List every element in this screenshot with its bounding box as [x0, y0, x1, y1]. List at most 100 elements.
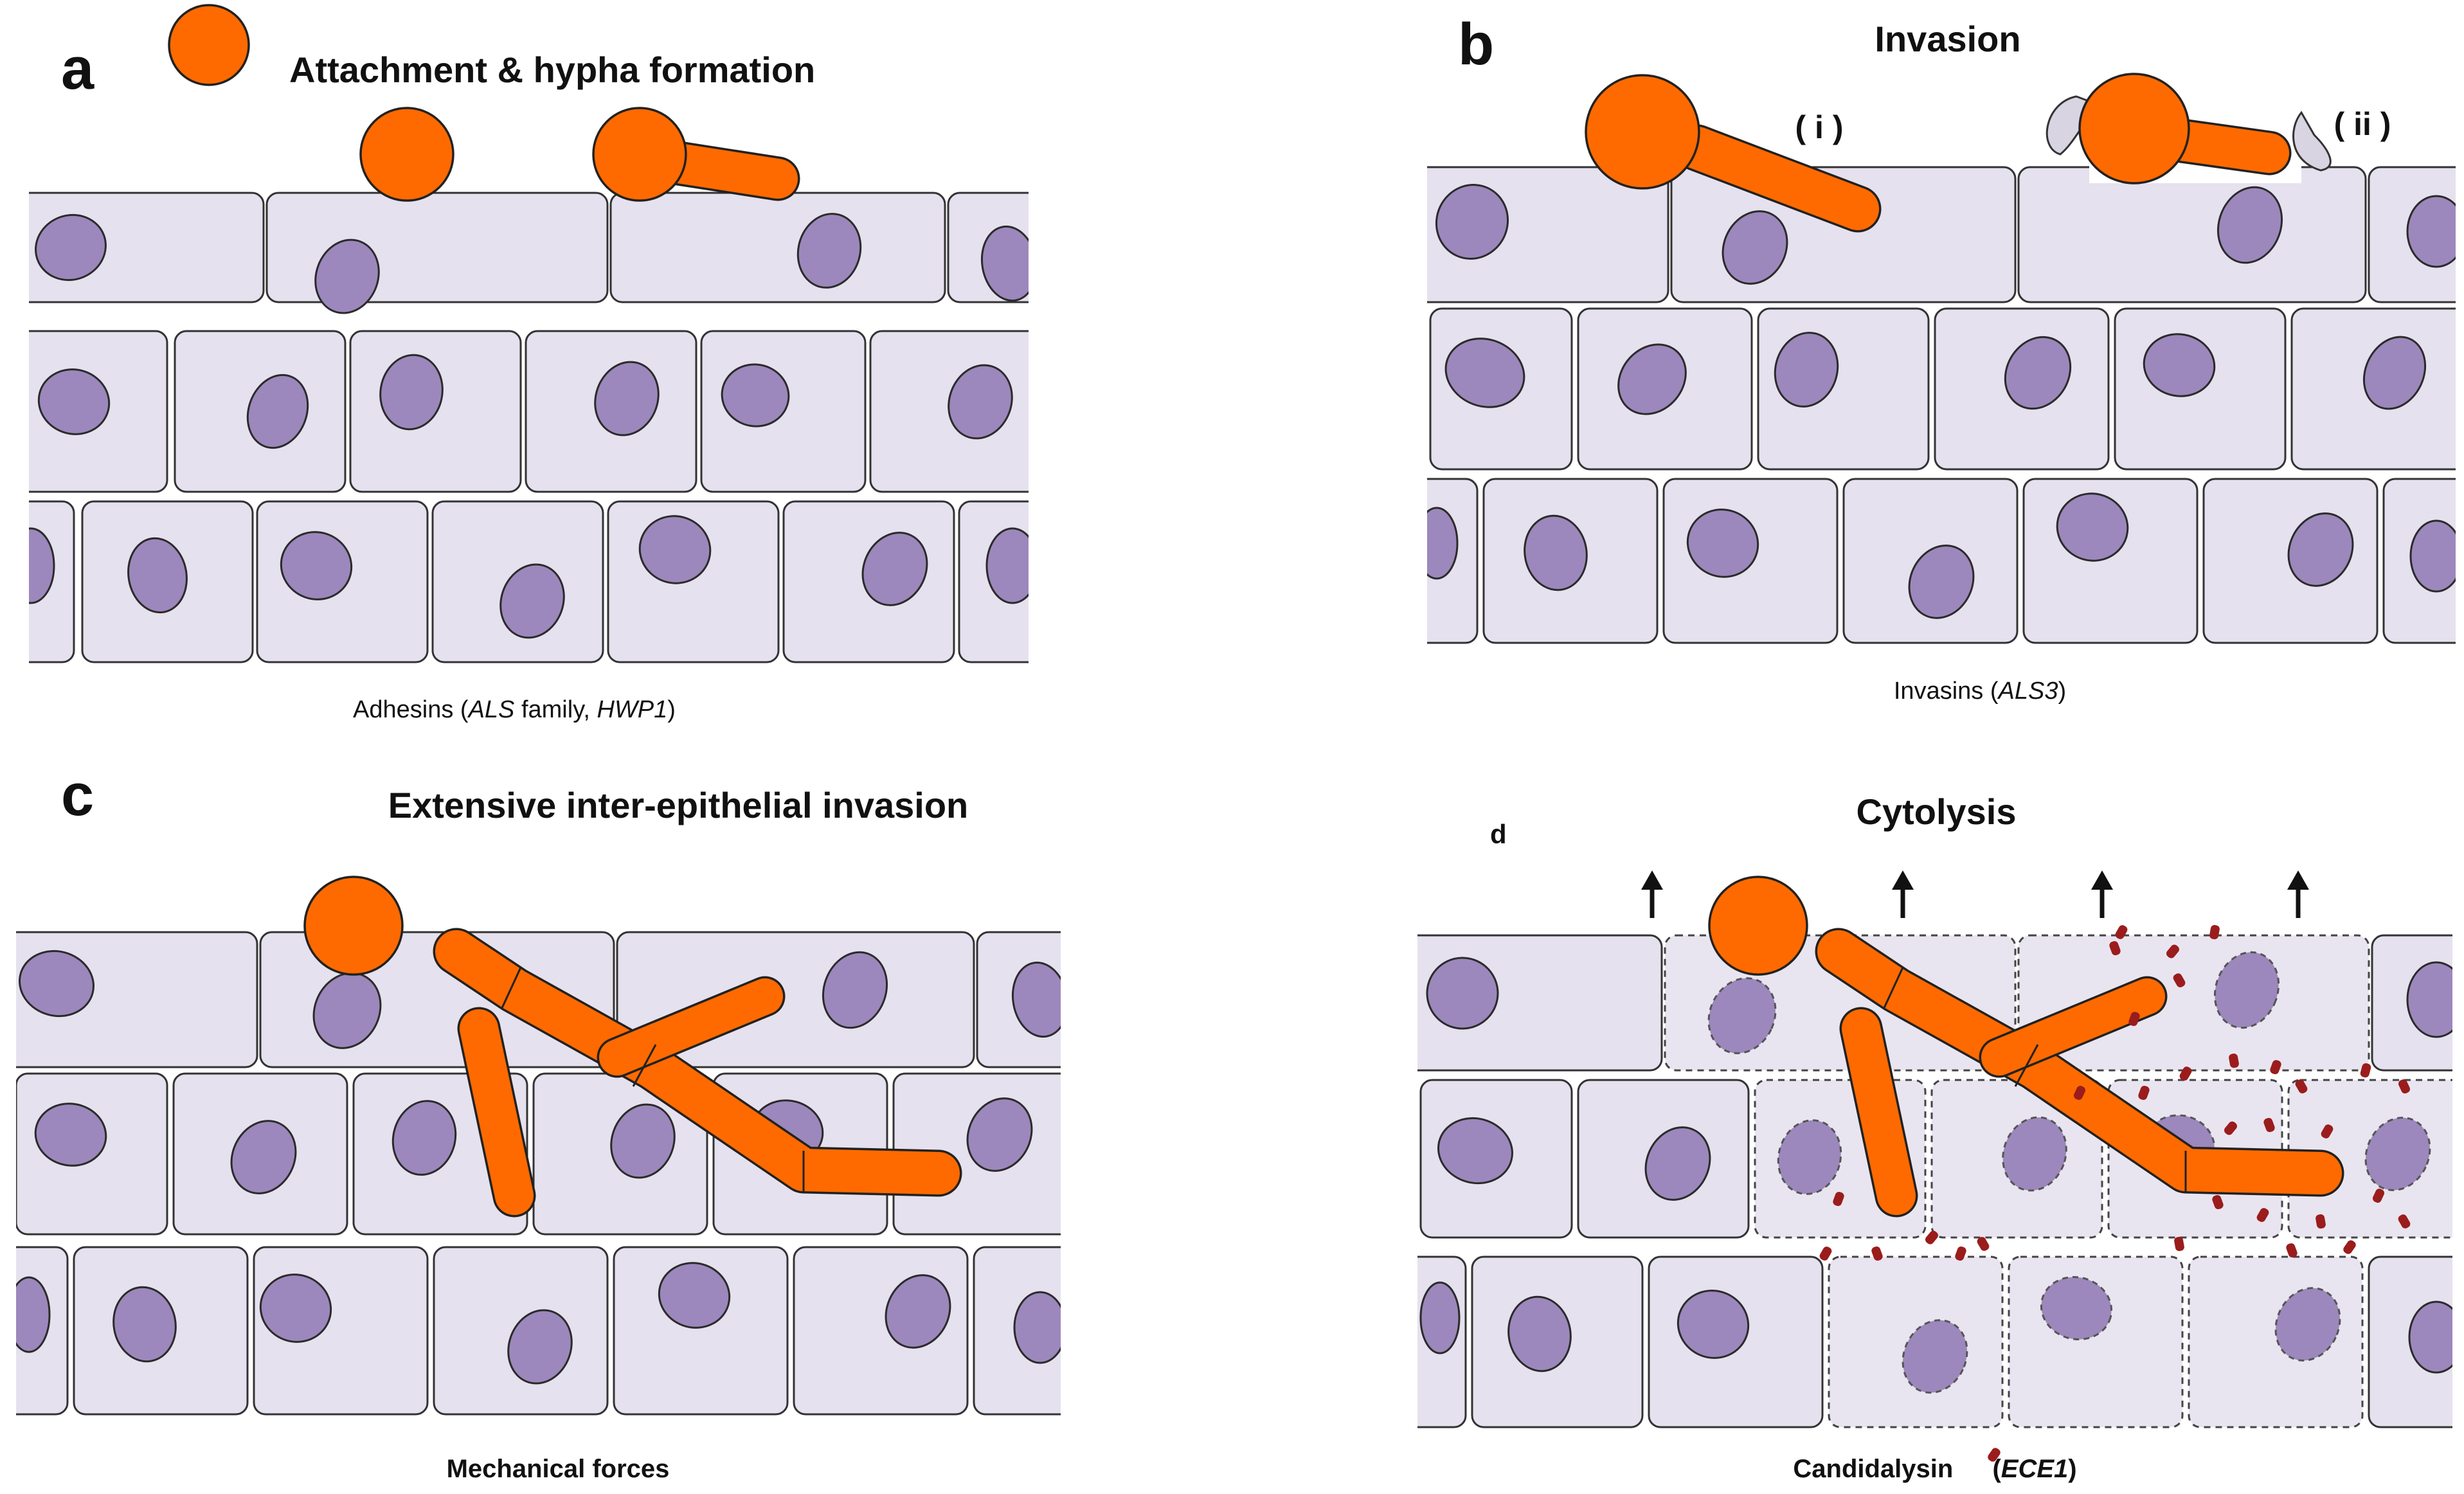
nucleus [35, 213, 107, 282]
candidalysin-particle [2343, 1240, 2356, 1254]
nucleus [2408, 1300, 2452, 1374]
panel-letter-d: d [1490, 819, 1507, 849]
nucleus [985, 527, 1029, 604]
panel-d-title: Cytolysis [1857, 791, 2017, 832]
nucleus [2406, 195, 2456, 268]
hypha-septum [500, 967, 522, 1010]
candidalysin-particle [1833, 1191, 1844, 1207]
cell [2017, 166, 2367, 303]
dead-cell [2188, 1256, 2364, 1428]
caption-a-middle: family, [514, 696, 597, 723]
caption-a-suffix: ) [667, 696, 676, 723]
candidalysin-particle [2270, 1059, 2281, 1075]
nucleus [391, 1100, 457, 1176]
candidalysin-particle [1871, 1246, 1883, 1261]
candidalysin-particle [2115, 925, 2128, 939]
panel-letter-c: c [61, 762, 94, 828]
cell [1427, 478, 1479, 644]
candidalysin-particle [2263, 1117, 2275, 1133]
nucleus [594, 361, 660, 437]
nucleus [312, 972, 382, 1049]
hypha-septum [1882, 967, 1904, 1010]
candidalysin-particle [2321, 1124, 2334, 1138]
nucleus [1524, 514, 1588, 591]
nucleus [2406, 961, 2452, 1038]
panel-a-tissue [29, 192, 1029, 663]
candidalysin-particle [2224, 1121, 2237, 1135]
nucleus [721, 363, 790, 428]
nucleus [507, 1309, 573, 1385]
candidalysin-particle [2398, 1079, 2411, 1094]
candidalysin-particle [2109, 941, 2121, 956]
nucleus [2362, 336, 2427, 410]
nucleus [1908, 544, 1975, 619]
nucleus [1617, 343, 1687, 415]
nucleus [822, 951, 888, 1029]
hypha-main-c [435, 930, 960, 1194]
panel-letter-a: a [61, 36, 94, 102]
arrow-head-icon [2287, 870, 2309, 890]
panel-a-caption: Adhesins (ALS family, HWP1) [353, 696, 676, 723]
candidalysin-particle [2212, 1194, 2224, 1210]
nucleus [2287, 512, 2354, 587]
nucleus [2004, 336, 2072, 410]
nucleus [1437, 1117, 1513, 1185]
panel-d-caption: Candidalysin (ECE1) [1793, 1455, 2076, 1483]
panel-a-title: Attachment & hypha formation [289, 50, 815, 90]
nucleus [610, 1103, 676, 1179]
nucleus [1427, 507, 1459, 580]
nucleus [314, 239, 380, 314]
dead-nucleus [1707, 977, 1777, 1054]
candida-yeast-c [303, 876, 404, 976]
panel-b-label-ii: ( ii ) [2334, 106, 2391, 142]
candidalysin-particle [2166, 944, 2179, 959]
caption-b-gene-als3: ALS3 [1997, 678, 2058, 705]
hypha-invading-i [1676, 127, 1879, 230]
candida-layer [168, 4, 2411, 1261]
candidalysin-particle [2295, 1079, 2308, 1094]
caption-d-close: ) [2068, 1455, 2076, 1483]
candidalysin-particle [2360, 1063, 2371, 1078]
nucleus [966, 1097, 1033, 1172]
nucleus [112, 1286, 177, 1363]
hypha-septum [632, 1044, 657, 1087]
nucleus [1011, 961, 1061, 1038]
panel-c-caption: Mechanical forces [447, 1455, 670, 1483]
panel-b-caption: Invasins (ALS3) [1894, 678, 2066, 705]
nucleus [796, 213, 862, 289]
caption-a-prefix: Adhesins ( [353, 696, 469, 723]
nucleus [1419, 1281, 1461, 1354]
candidalysin-particle [2073, 1086, 2086, 1100]
nucleus [2056, 492, 2129, 562]
nucleus [658, 1262, 731, 1329]
nucleus [16, 1276, 51, 1353]
nucleus [499, 563, 565, 639]
candida-yeast-attached [359, 107, 454, 202]
candidalysin-particle [2138, 1085, 2150, 1101]
nucleus [1013, 1291, 1061, 1364]
nucleus [885, 1274, 951, 1349]
nucleus [280, 531, 353, 600]
caption-b-prefix: Invasins ( [1894, 678, 1999, 705]
nucleus [2217, 186, 2283, 264]
nucleus [1644, 1126, 1711, 1201]
nucleus [34, 1102, 107, 1167]
dead-nucleus [2213, 951, 2280, 1029]
candida-yeast-floating [168, 4, 250, 86]
candidalysin-particle [2286, 1243, 2298, 1258]
panel-letter-b: b [1458, 12, 1494, 77]
caption-d-prefix: Candidalysin [1793, 1455, 1953, 1483]
nucleus [1774, 332, 1839, 408]
dead-cell [2017, 934, 2370, 1072]
hypha-main-d [1817, 930, 2342, 1194]
nucleus [259, 1274, 332, 1343]
candida-yeast-germinating [592, 107, 687, 202]
candidalysin-particle [1925, 1230, 1938, 1245]
nucleus [127, 537, 188, 614]
nucleus [2409, 519, 2456, 593]
candidalysin-particle [1977, 1237, 1990, 1251]
candidalysin-particle [2209, 924, 2220, 940]
panel-b-label-i: ( i ) [1795, 109, 1844, 145]
caption-d-gene-ece1: ECE1 [2001, 1455, 2069, 1483]
